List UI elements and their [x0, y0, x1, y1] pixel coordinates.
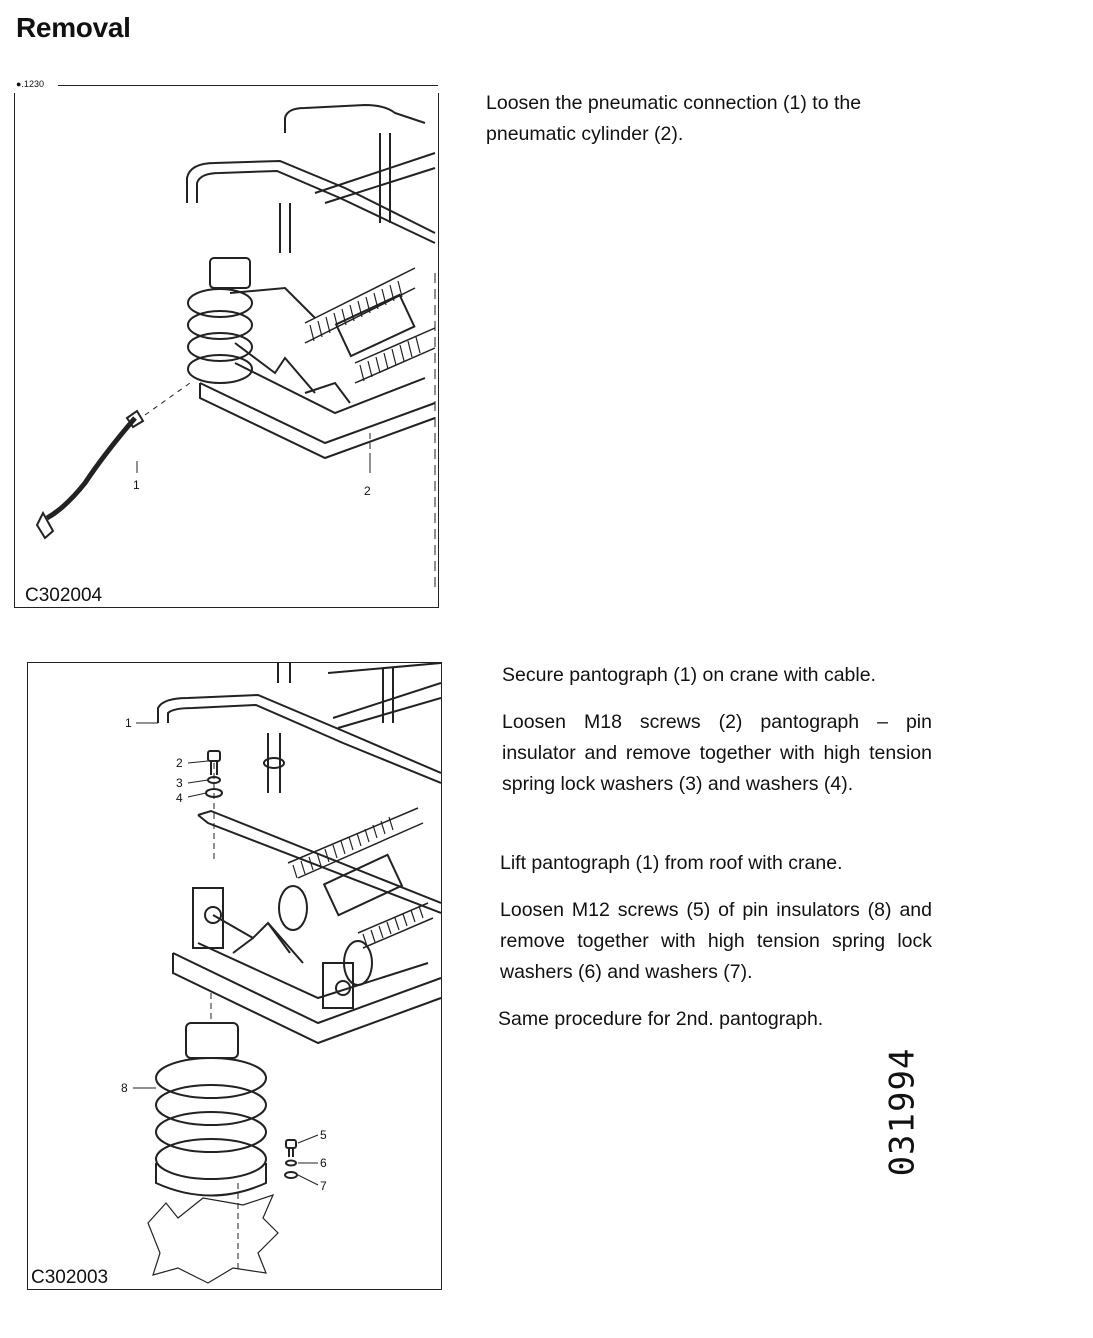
figure2-callout-5: 5	[320, 1128, 327, 1142]
figure-pantograph-removal: 1 2 3 4 5 6 7 8 C302003	[27, 662, 442, 1290]
instruction-step-6: Same procedure for 2nd. pantograph.	[498, 1008, 824, 1030]
pantograph-removal-drawing: 1 2 3 4 5 6 7 8	[121, 663, 441, 1284]
figure2-callout-6: 6	[320, 1156, 327, 1170]
page-heading: Removal	[16, 12, 131, 43]
instruction-step-2: Secure pantograph (1) on crane with cabl…	[502, 664, 876, 686]
pneumatic-connection-drawing: 1 2	[35, 103, 436, 593]
document-stamp: 031994	[882, 1047, 923, 1177]
reference-number: ●.1230	[16, 79, 44, 89]
instruction-step-4: Lift pantograph (1) from roof with crane…	[500, 852, 843, 874]
figure2-callout-7: 7	[320, 1179, 327, 1193]
figure1-callout-2: 2	[364, 484, 371, 498]
figure2-callout-8: 8	[121, 1081, 128, 1095]
figure-pneumatic-connection: 1 2 C302004	[14, 93, 439, 608]
figure2-code: C302003	[31, 1267, 109, 1288]
figure2-callout-1: 1	[125, 716, 132, 730]
figure2-callout-4: 4	[176, 791, 183, 805]
instruction-step-1: Loosen the pneumatic connection (1) to t…	[486, 92, 862, 145]
figure1-code: C302004	[25, 585, 103, 606]
reference-rule	[58, 85, 438, 86]
instruction-step-3: Loosen M18 screws (2) pantograph – pin i…	[502, 711, 932, 795]
figure2-callout-2: 2	[176, 756, 183, 770]
figure2-callout-3: 3	[176, 776, 183, 790]
instruction-step-5: Loosen M12 screws (5) of pin insulators …	[500, 899, 932, 983]
figure1-callout-1: 1	[133, 478, 140, 492]
